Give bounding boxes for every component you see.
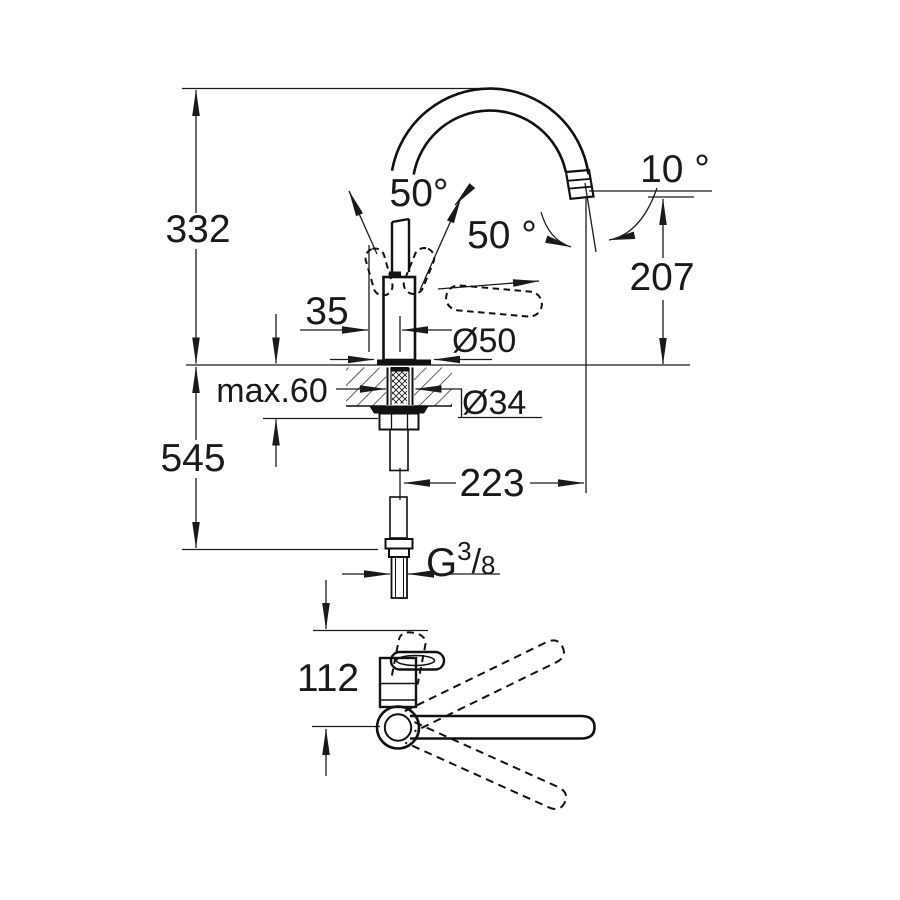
mounting-washer [369, 405, 429, 414]
spout-bearing-outer [375, 705, 421, 750]
supply-hose-upper [389, 428, 409, 472]
supply-hose-lower [389, 496, 408, 539]
dim-label-d34: Ø34 [462, 384, 526, 422]
spout-swivel-up-dashed [404, 639, 565, 733]
shank-outer-walls [386, 367, 414, 405]
spout-outer-arc [390, 87, 590, 175]
shank-thread-texture [392, 368, 407, 404]
mounting-section [346, 367, 452, 599]
cartridge-cap [389, 271, 401, 277]
deck-hatch-right [414, 367, 452, 406]
spout-up-dashed [390, 631, 427, 685]
lever-position-down-dashed [445, 284, 543, 318]
dim-label-g38: G3/8 [426, 536, 496, 585]
dim-label-50deg-open: 50° [390, 172, 449, 215]
dim-label-545: 545 [160, 437, 225, 480]
deck-hatch-left [346, 367, 386, 406]
spout-aerator [564, 168, 595, 200]
shank-inner-walls [390, 367, 410, 405]
dim-label-207: 207 [629, 256, 694, 299]
dim-label-332: 332 [165, 208, 230, 251]
lever-top-view [389, 650, 446, 671]
hose-nut-upper [384, 538, 414, 550]
spout-bearing-inner [383, 713, 413, 742]
hose-nut-lower [388, 547, 410, 558]
hose-end-tube-walls [395, 557, 404, 598]
shank-top [390, 367, 409, 372]
lever-position-left-dashed [364, 247, 394, 297]
dimension-labels: 332 545 207 10 ° 50° 50 ° 35 Ø50 max.60 … [160, 148, 709, 700]
lever-position-right-dashed [402, 247, 436, 295]
thread-numerator: 3 [457, 536, 471, 566]
spout-inner-arc [412, 109, 568, 175]
dim-label-max60: max.60 [216, 372, 328, 410]
outlet-tilt-line [584, 182, 597, 253]
dim-label-112: 112 [297, 657, 359, 700]
swivel-arrow-right [608, 187, 658, 241]
faucet-front-view [364, 87, 595, 366]
thread-g: G [426, 541, 457, 585]
aerator-bands [567, 178, 592, 190]
hose-end-tube [390, 556, 408, 599]
lever-upright [390, 217, 411, 272]
spout-swivel-down-dashed [404, 721, 568, 810]
dim-label-10deg: 10 ° [640, 148, 710, 191]
body-top-view-lines [380, 682, 416, 701]
base-flange [377, 359, 431, 366]
mounting-nut [378, 412, 420, 431]
faucet-top-view [375, 631, 596, 810]
nut-facets [390, 413, 409, 430]
swivel-arrow-left [540, 211, 572, 248]
thread-slash: / [472, 543, 482, 581]
dim-label-50deg-swing: 50 ° [467, 214, 537, 257]
spout-top-view-solid [410, 714, 596, 740]
dim-label-35: 35 [305, 290, 348, 333]
dim-label-223: 223 [459, 462, 524, 505]
dim-label-d50: Ø50 [452, 322, 516, 360]
faucet-body [382, 275, 417, 362]
thread-denominator: 8 [481, 550, 495, 580]
